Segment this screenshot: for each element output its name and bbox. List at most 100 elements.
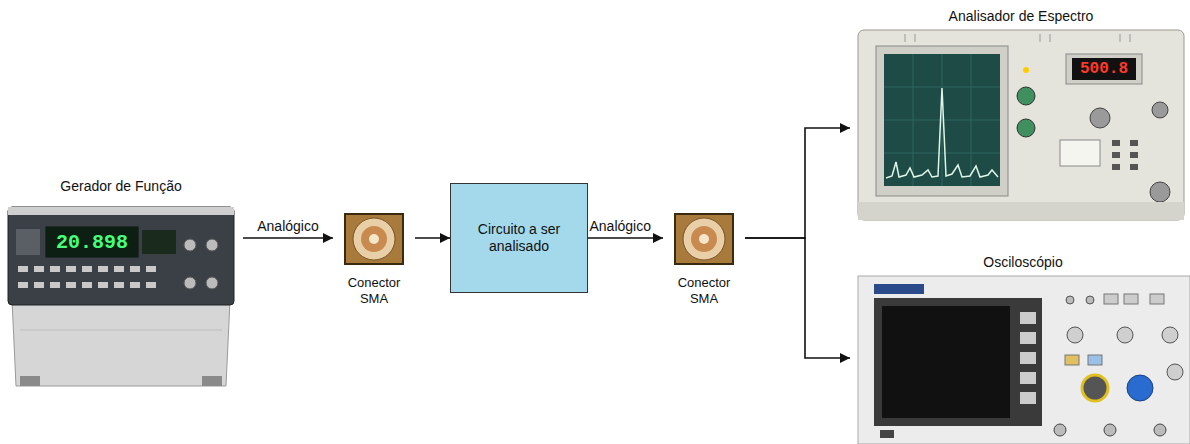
signal-arrow xyxy=(745,238,850,358)
spectrum-analyzer-part xyxy=(1050,34,1051,42)
oscilloscope-part xyxy=(1020,332,1036,344)
function-generator-part xyxy=(20,330,222,331)
spectrum-analyzer-part xyxy=(1130,164,1138,170)
oscilloscope-part xyxy=(1154,424,1166,436)
instrument-title: Analisador de Espectro xyxy=(850,8,1190,25)
function-generator-part xyxy=(66,282,76,288)
function-generator-part xyxy=(114,282,124,288)
spectrum-analyzer-part xyxy=(884,54,1000,186)
function-generator-part xyxy=(34,282,44,288)
spectrum-analyzer-part xyxy=(1060,140,1100,166)
sma-connector-icon-part xyxy=(699,234,709,244)
function-generator-part xyxy=(184,277,196,289)
signal-arrow xyxy=(745,128,850,238)
oscilloscope-part xyxy=(858,276,1190,444)
oscilloscope-part xyxy=(1082,375,1108,401)
spectrum-analyzer-part xyxy=(1150,182,1170,202)
signal-label: Analógico xyxy=(255,218,321,235)
spectrum-analyzer-part xyxy=(886,88,998,178)
spectrum-analyzer-part xyxy=(905,34,906,42)
oscilloscope-part xyxy=(1150,294,1164,304)
oscilloscope-part xyxy=(1020,392,1036,404)
function-generator-part xyxy=(46,227,138,257)
oscilloscope-part xyxy=(874,284,924,294)
function-generator-part xyxy=(146,282,156,288)
oscilloscope-part xyxy=(1167,364,1183,380)
oscilloscope-part xyxy=(1124,294,1138,304)
oscilloscope-part xyxy=(1117,327,1133,343)
spectrum-analyzer-part xyxy=(1017,87,1035,105)
display-reading: 20.898 xyxy=(46,227,138,257)
spectrum-analyzer-part xyxy=(876,46,1008,196)
box-label: Circuito a ser analisado xyxy=(466,221,572,255)
instrument-title: Osciloscópio xyxy=(850,254,1190,271)
signal-label: Analógico xyxy=(588,218,654,235)
signal-arrow xyxy=(415,237,450,239)
spectrum-analyzer-part xyxy=(1112,140,1120,146)
spectrum-analyzer-part xyxy=(1120,34,1121,42)
spectrum-analyzer-part xyxy=(858,30,1184,220)
spectrum-analyzer-part xyxy=(1130,34,1131,42)
oscilloscope-part xyxy=(1054,424,1066,436)
sma-connector-icon xyxy=(345,214,403,264)
function-generator-part xyxy=(8,207,234,305)
function-generator-part xyxy=(202,376,222,386)
spectrum-analyzer-part xyxy=(1040,34,1041,42)
spectrum-analyzer-part xyxy=(1090,108,1110,128)
spectrum-analyzer-part xyxy=(1152,102,1168,118)
function-generator-part xyxy=(146,266,156,272)
function-generator-part xyxy=(8,207,234,215)
function-generator-part xyxy=(20,376,40,386)
spectrum-analyzer-part xyxy=(971,54,972,186)
function-generator-part xyxy=(142,230,176,254)
function-generator-part xyxy=(66,266,76,272)
spectrum-analyzer-part xyxy=(858,202,1184,220)
oscilloscope-part xyxy=(882,306,1010,418)
signal-arrow xyxy=(243,237,333,239)
sma-connector-icon-part xyxy=(675,214,733,264)
function-generator-part xyxy=(50,266,60,272)
function-generator-part xyxy=(18,282,28,288)
instrument: Gerador de Função xyxy=(0,176,243,388)
function-generator-part xyxy=(82,266,92,272)
function-generator-part xyxy=(130,266,140,272)
sma-connector-icon xyxy=(675,214,733,264)
oscilloscope-part xyxy=(1088,355,1102,365)
sma-connector-icon-part xyxy=(345,214,403,264)
oscilloscope-part xyxy=(1066,296,1074,304)
function-generator-part xyxy=(12,300,230,386)
sma-connector-icon-part xyxy=(353,218,395,260)
spectrum-analyzer xyxy=(858,30,1184,220)
sma-connector-icon-part xyxy=(361,226,387,252)
connector: Conector SMA xyxy=(333,213,415,313)
oscilloscope-part xyxy=(1067,327,1083,343)
oscilloscope-part xyxy=(1020,352,1036,364)
oscilloscope xyxy=(858,276,1190,444)
function-generator-part xyxy=(184,239,196,251)
sma-connector-icon-part xyxy=(691,226,717,252)
function-generator xyxy=(8,207,234,386)
display-reading: 500.8 xyxy=(1072,58,1136,80)
sma-connector-icon-part xyxy=(369,234,379,244)
function-generator-part xyxy=(130,282,140,288)
instrument: Analisador de Espectro xyxy=(850,6,1190,222)
function-generator-part xyxy=(18,266,28,272)
sma-connector-icon-part xyxy=(683,218,725,260)
oscilloscope-part xyxy=(1065,355,1079,365)
function-generator-part xyxy=(98,282,108,288)
oscilloscope-part xyxy=(1162,327,1178,343)
function-generator-part xyxy=(82,282,92,288)
spectrum-analyzer-part xyxy=(1130,140,1138,146)
oscilloscope-part xyxy=(874,298,1042,426)
function-generator-part xyxy=(114,266,124,272)
spectrum-analyzer-part xyxy=(1023,67,1029,73)
function-generator-part xyxy=(34,266,44,272)
function-generator-part xyxy=(50,282,60,288)
spectrum-analyzer-part xyxy=(1130,152,1138,158)
oscilloscope-part xyxy=(1104,424,1116,436)
oscilloscope-part xyxy=(1104,294,1118,304)
spectrum-analyzer-part xyxy=(1112,164,1120,170)
spectrum-analyzer-part xyxy=(1017,119,1035,137)
oscilloscope-part xyxy=(880,430,894,438)
